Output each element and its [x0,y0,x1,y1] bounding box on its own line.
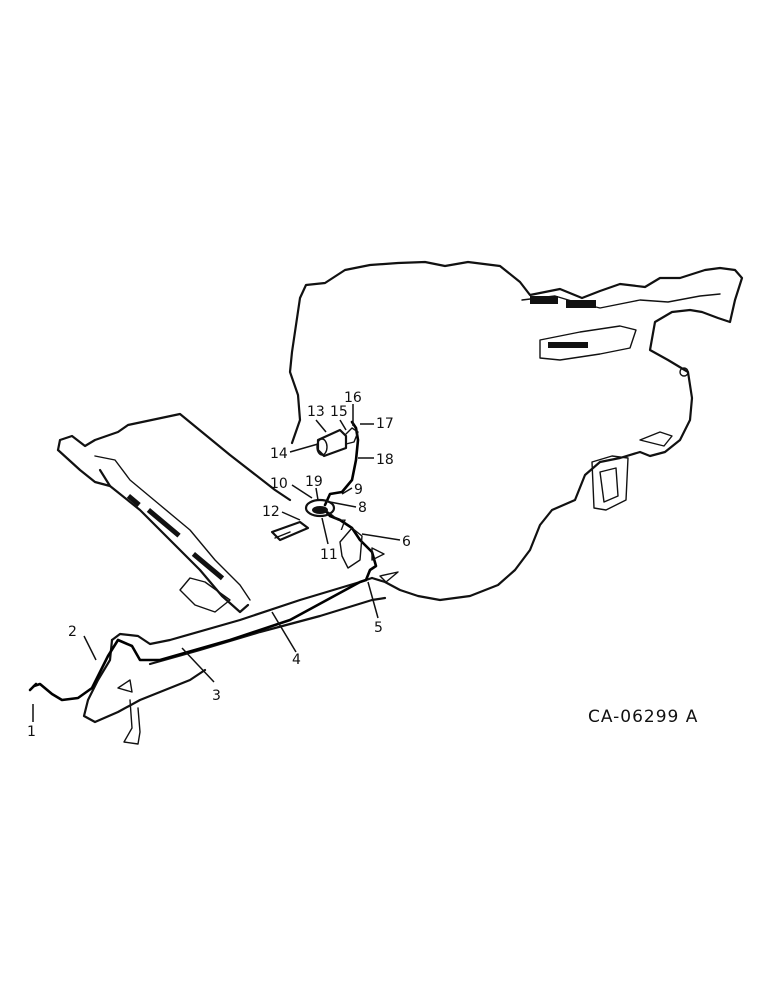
callout-17: 17 [376,416,394,432]
leader-7 [327,511,339,521]
small-marker-1 [371,547,385,561]
callout-8: 8 [358,500,367,516]
header-outline [56,412,292,502]
callout-5: 5 [374,620,383,636]
callout-6: 6 [402,534,411,550]
header-loop [56,448,112,488]
leader-13 [315,419,327,433]
switch-bracket [345,427,359,445]
mounting-ring-inner [312,506,328,514]
leader-5 [367,581,379,619]
header-slot-2 [191,552,225,581]
leader-8 [329,501,357,508]
callout-19: 19 [305,474,323,490]
leader-10 [291,484,313,499]
side-access-door-inner [599,467,619,503]
callout-10: 10 [270,476,288,492]
window-slot [548,342,588,348]
feeder-rail-lower [148,596,387,666]
callout-7: 7 [338,518,347,534]
leader-2 [83,635,97,661]
callout-3: 3 [212,688,221,704]
rail-bracket [117,679,133,693]
small-marker-2 [379,571,399,583]
leader-14 [289,443,319,453]
callout-15: 15 [330,404,348,420]
leader-4 [271,611,297,653]
wire-harness-main [32,578,368,702]
wire-riser [323,508,378,582]
drawing-number: CA-06299 A [588,707,698,727]
callout-4: 4 [292,652,301,668]
sensor-rod-2 [274,531,291,539]
feeder-rail-end [123,699,141,745]
callout-1: 1 [27,724,36,740]
header-support-arm [179,577,231,613]
callout-16: 16 [344,390,362,406]
header-inner [94,455,251,601]
callout-18: 18 [376,452,394,468]
leader-11 [321,517,329,545]
header-lower-edge [108,484,250,614]
feeder-rail-upper [110,576,374,646]
cab-window-detail [539,325,637,361]
leader-12 [281,511,301,521]
body-bolt [679,367,689,377]
rear-detail [639,431,673,447]
leader-19 [315,487,319,501]
leader-9 [341,487,353,495]
wire-to-sensor [323,420,360,507]
callout-13: 13 [307,404,325,420]
frame-slot-1 [530,296,558,304]
frame-slot-2 [566,300,596,308]
mounting-ring [304,498,336,518]
side-access-door [591,455,629,511]
leader-15 [339,419,347,431]
header-slot-3 [126,494,141,507]
callout-2: 2 [68,624,77,640]
callout-9: 9 [354,482,363,498]
feeder-rail-bottom [82,638,207,724]
machine-body-outline [288,260,744,602]
wire-connector-end [28,682,38,692]
callout-14: 14 [270,446,288,462]
callout-11: 11 [320,547,338,563]
leader-6 [361,533,401,541]
leader-3 [181,647,215,683]
header-slot-1 [146,507,181,538]
switch-cylinder-cap [316,438,328,456]
callout-12: 12 [262,504,280,520]
unloader-frame [521,293,721,309]
switch-cylinder [316,428,348,458]
bracket-plate [339,527,363,569]
